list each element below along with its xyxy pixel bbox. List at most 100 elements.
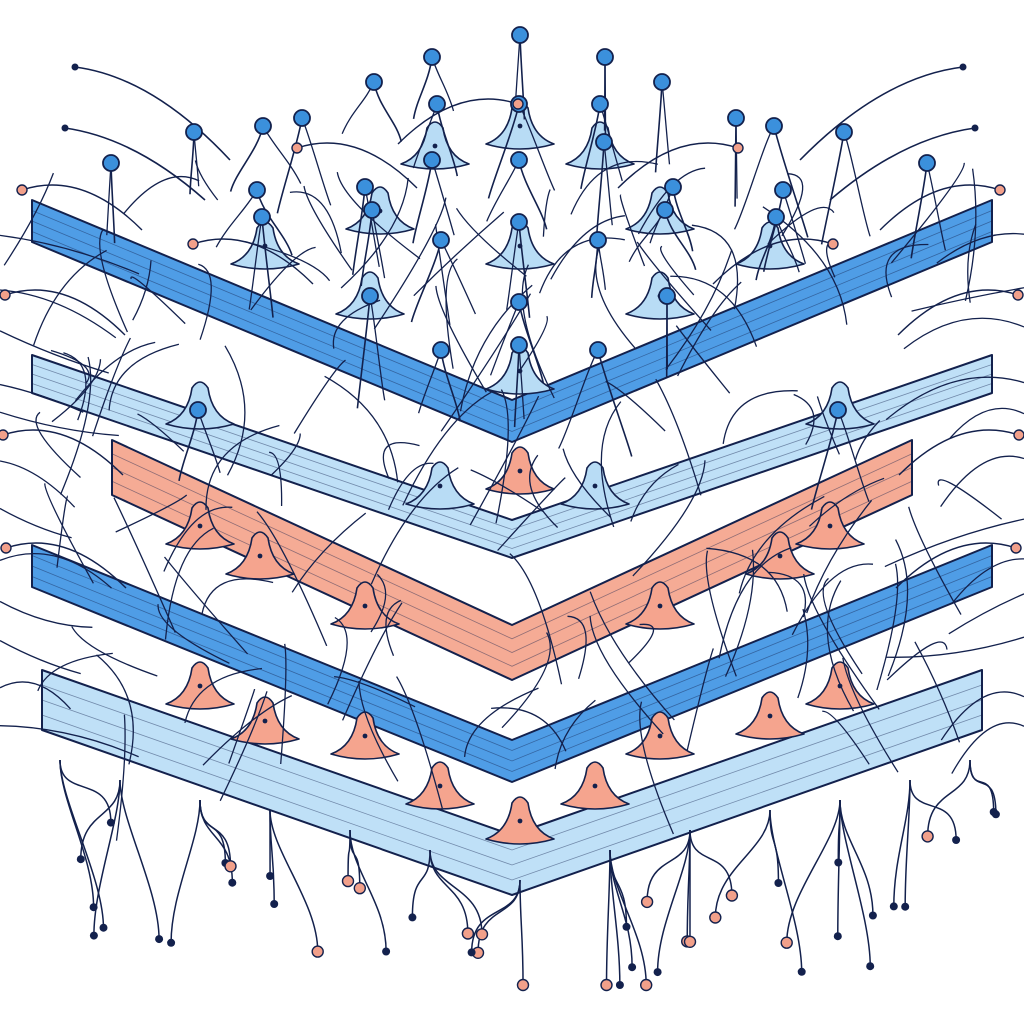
- root-line: [839, 799, 874, 916]
- node-dot: [589, 341, 607, 359]
- web-line: [44, 483, 94, 584]
- web-line: [675, 325, 731, 394]
- dendrite-line: [397, 98, 519, 145]
- node-dot: [356, 178, 374, 196]
- lower-dark-layer-stripe: [31, 565, 993, 762]
- lower-dark-layer-stripe: [31, 576, 993, 772]
- soma-nucleus: [592, 483, 598, 489]
- node-dot-pink: [16, 184, 28, 196]
- web-line: [370, 573, 387, 633]
- edge-tendril: [0, 460, 76, 508]
- web-line: [113, 497, 176, 633]
- web-line: [3, 172, 55, 266]
- root-dot: [155, 935, 164, 944]
- web-line: [334, 675, 416, 708]
- node-dot: [253, 208, 271, 226]
- web-line: [91, 337, 131, 437]
- edge-tendril: [0, 553, 112, 589]
- web-line: [600, 401, 622, 528]
- node-dot-pink: [1013, 429, 1024, 441]
- node-dot: [102, 154, 120, 172]
- root-dot: [89, 931, 98, 940]
- web-line: [521, 264, 555, 399]
- bottom-light-layer-stripe: [41, 699, 983, 866]
- node-dot: [589, 231, 607, 249]
- web-line: [280, 643, 287, 765]
- node-dot-pink: [0, 289, 11, 301]
- web-line: [495, 389, 509, 524]
- web-line: [632, 460, 706, 577]
- edge-tendril: [936, 232, 1024, 264]
- soma-nucleus: [437, 483, 443, 489]
- root-line: [80, 779, 121, 860]
- soma-nucleus: [437, 783, 443, 789]
- root-dot: [833, 932, 842, 941]
- edge-tendril: [0, 640, 81, 675]
- web-line: [886, 641, 948, 681]
- soma-nucleus: [517, 818, 523, 824]
- web-line: [660, 245, 695, 296]
- node-dot: [185, 123, 203, 141]
- web-line: [60, 356, 92, 495]
- web-line: [677, 281, 742, 377]
- web-line: [562, 448, 612, 518]
- web-line: [793, 393, 815, 445]
- root-dot-pink: [780, 936, 793, 949]
- edge-tendril: [884, 518, 1024, 568]
- root-dot-pink: [224, 860, 237, 873]
- web-line: [822, 577, 863, 675]
- node-dot: [596, 48, 614, 66]
- web-line: [194, 160, 219, 201]
- root-line: [119, 779, 160, 940]
- terminal-dot: [71, 63, 79, 71]
- root-line: [470, 879, 521, 953]
- root-dot-pink: [640, 978, 653, 992]
- web-line: [198, 263, 212, 340]
- root-dot: [266, 872, 275, 880]
- bottom-light-layer-stripe: [41, 684, 983, 851]
- node-dot: [591, 95, 609, 113]
- node-dot: [361, 287, 379, 305]
- node-dot: [423, 151, 441, 169]
- root-dot-pink: [516, 978, 530, 992]
- web-line: [163, 556, 249, 655]
- web-line: [538, 237, 625, 294]
- web-line: [413, 211, 505, 297]
- root-dot: [228, 878, 237, 887]
- web-line: [63, 352, 87, 421]
- web-line: [501, 632, 551, 729]
- web-line: [289, 191, 342, 254]
- root-line: [785, 799, 841, 943]
- soma-nucleus: [362, 733, 368, 739]
- web-line: [268, 451, 283, 507]
- dendrite-line: [296, 142, 418, 189]
- web-line: [630, 463, 679, 522]
- web-line: [639, 701, 674, 835]
- root-line: [656, 829, 691, 973]
- root-line: [349, 829, 387, 952]
- soma-nucleus: [197, 523, 203, 529]
- terminal-dot: [61, 124, 69, 132]
- web-line: [655, 378, 702, 496]
- root-dot: [901, 902, 910, 911]
- web-line: [244, 240, 331, 282]
- soma-nucleus: [657, 603, 663, 609]
- node-dot-pink: [512, 98, 524, 110]
- web-line: [937, 479, 1003, 520]
- root-line: [605, 849, 611, 986]
- root-dot-pink: [600, 978, 613, 992]
- web-line: [463, 687, 539, 757]
- web-line: [589, 591, 675, 721]
- edge-tendril: [940, 455, 1024, 507]
- edge-tendril: [911, 287, 1024, 312]
- web-line: [342, 602, 403, 721]
- web-line: [163, 506, 233, 572]
- web-line: [822, 710, 870, 765]
- node-dot: [248, 181, 266, 199]
- web-line: [445, 258, 458, 369]
- web-line: [96, 654, 134, 765]
- web-line: [132, 260, 152, 321]
- node-dot: [918, 154, 936, 172]
- dendrite-line: [773, 125, 809, 238]
